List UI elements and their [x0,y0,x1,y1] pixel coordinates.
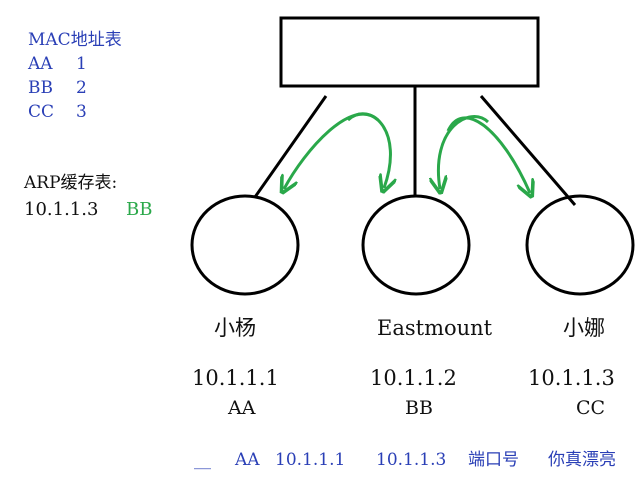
packet-port: 端口号 [468,450,519,470]
host-circle-xiaona [525,194,635,296]
mac-table-row-port: 1 [76,54,87,74]
node-name-xiaoyang: 小杨 [214,316,256,340]
mac-table-row-mac: CC [28,102,55,122]
packet-src-ip: 10.1.1.1 [275,450,346,470]
host-circle-xiaoyang [190,194,300,296]
node-ip-xiaoyang: 10.1.1.1 [192,366,279,390]
switch-box [279,16,540,88]
node-mac-xiaona: CC [576,397,606,419]
mac-table-row-mac: AA [28,54,53,74]
mac-table-title: MAC地址表 [28,30,122,50]
node-ip-xiaona: 10.1.1.3 [528,366,615,390]
mac-table-row-mac: BB [28,78,53,98]
arp-cache-ip: 10.1.1.3 [24,199,99,220]
arrow-middle-left-icon [346,112,390,188]
arrow-middle-right-icon [438,115,490,189]
packet-payload: 你真漂亮 [548,450,616,470]
link-line-left [253,95,328,198]
packet-mac: AA [235,450,260,470]
node-mac-xiaoyang: AA [228,397,256,419]
arrow-right-icon [446,116,530,193]
node-name-eastmount: Eastmount [377,316,493,340]
node-ip-eastmount: 10.1.1.2 [370,366,457,390]
mac-table-row-port: 2 [76,78,87,98]
packet-blank-field: __ [194,450,211,470]
arp-cache-mac: BB [126,199,153,220]
arrow-left-icon [284,112,380,189]
node-mac-eastmount: BB [405,397,433,419]
arp-cache-title: ARP缓存表: [24,173,118,193]
node-name-xiaona: 小娜 [563,316,605,340]
host-circle-eastmount [361,194,471,296]
packet-dst-ip: 10.1.1.3 [376,450,447,470]
link-line-right [479,95,577,206]
mac-table-row-port: 3 [76,102,87,122]
